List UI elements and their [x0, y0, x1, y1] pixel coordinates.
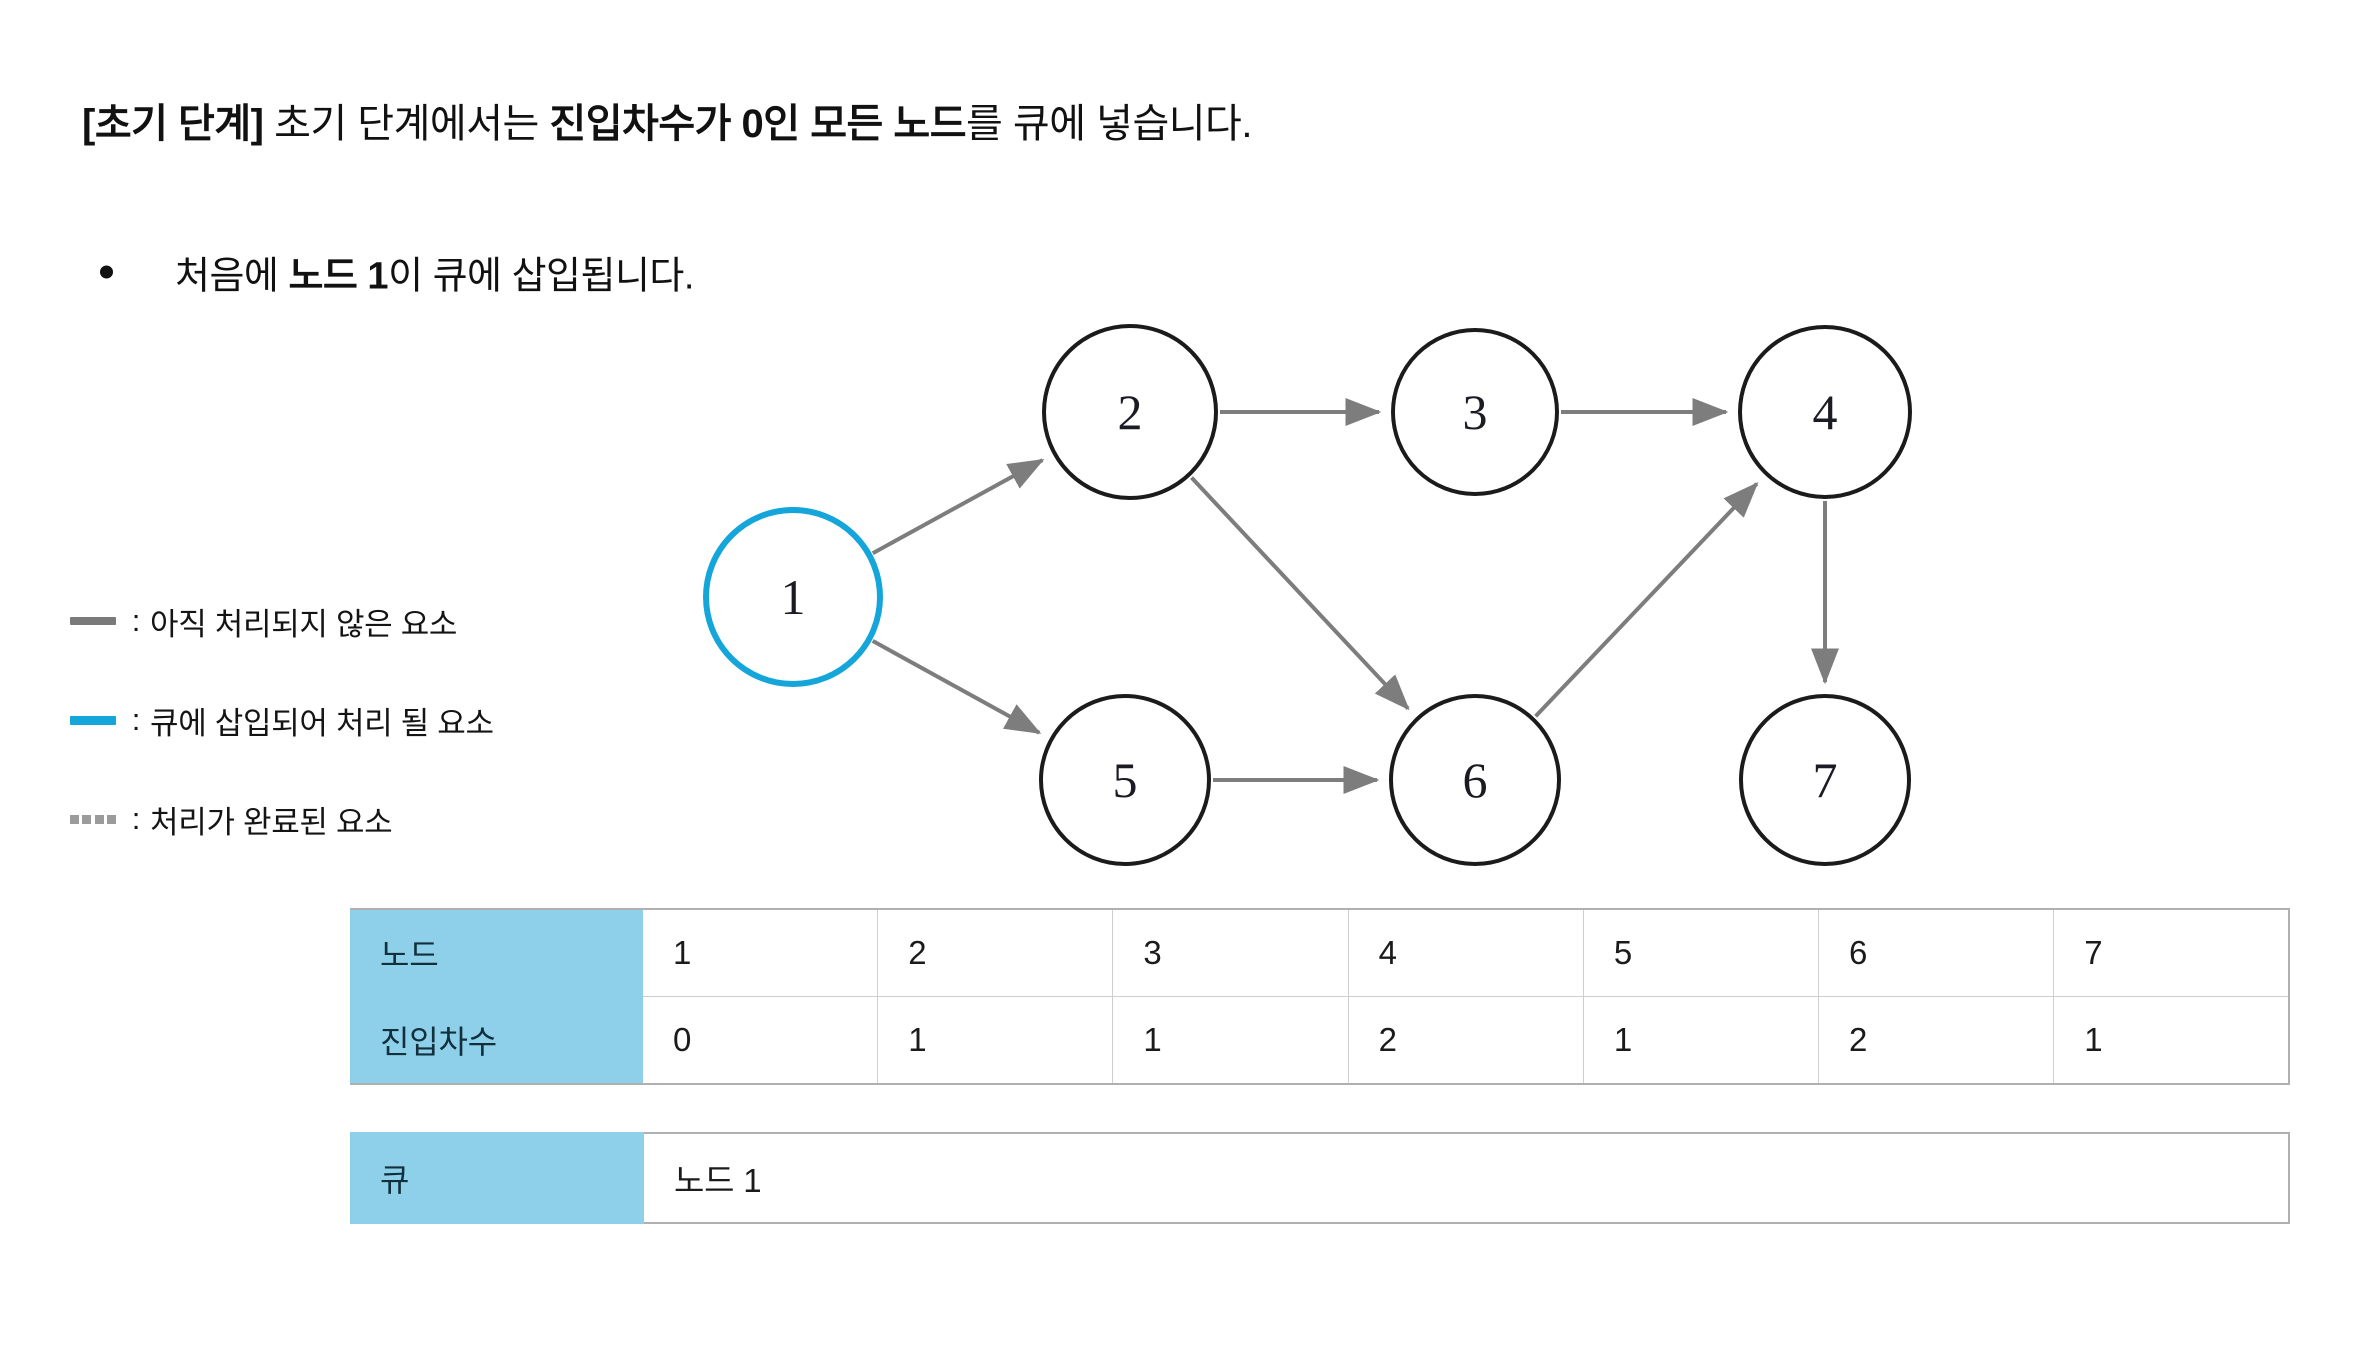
graph-edge-2-to-6	[1190, 476, 1410, 711]
page-title-strong: 진입차수가 0인 모든 노드	[549, 102, 967, 146]
legend-swatch-solid-blue-icon	[70, 715, 122, 725]
legend-swatch-dotted-icon	[70, 814, 122, 824]
page-title-bracket: [초기 단계]	[82, 102, 264, 146]
legend-colon-0: :	[131, 603, 141, 638]
graph-node-label-6: 6	[1463, 752, 1488, 808]
indegree-cell-2: 1	[877, 996, 1114, 1085]
graph-node-2[interactable]: 2	[1042, 324, 1218, 500]
graph-node-label-3: 3	[1463, 384, 1488, 440]
legend-label-queued: 큐에 삽입되어 처리 될 요소	[150, 705, 494, 741]
indegree-cell-6: 2	[1818, 996, 2055, 1085]
graph-node-7[interactable]: 7	[1739, 694, 1911, 866]
indegree-table-node-header: 노드	[350, 908, 643, 997]
queue-table-header: 큐	[350, 1132, 644, 1224]
node-cell-7: 7	[2053, 908, 2291, 997]
legend-colon-1: :	[131, 702, 141, 737]
indegree-cell-3: 1	[1112, 996, 1349, 1085]
indegree-table-indegree-header: 진입차수	[350, 996, 643, 1085]
indegree-cell-1: 0	[641, 996, 879, 1085]
indegree-cell-4: 2	[1347, 996, 1584, 1085]
indegree-cell-5: 1	[1582, 996, 1820, 1085]
legend-item-unprocessed: : 아직 처리되지 않은 요소	[70, 588, 690, 654]
graph-edge-1-to-5	[871, 639, 1042, 735]
node-cell-1: 1	[641, 908, 879, 997]
graph-edge-layer	[871, 398, 1839, 794]
graph-node-circle-5	[1039, 694, 1211, 866]
node-cell-5: 5	[1582, 908, 1820, 997]
bullet-item: 처음에 노드 1이 큐에 삽입됩니다.	[100, 245, 694, 300]
graph-node-label-5: 5	[1113, 752, 1138, 808]
page-title: [초기 단계] 초기 단계에서는 진입차수가 0인 모든 노드를 큐에 넣습니다…	[82, 91, 1252, 149]
queue-table: 큐 노드 1	[350, 1132, 2290, 1224]
graph-edge-6-to-4	[1534, 481, 1759, 718]
bullet-item-label: 처음에 노드 1이 큐에 삽입됩니다.	[175, 245, 694, 300]
legend-swatch-solid-gray-icon	[70, 617, 122, 625]
graph-node-label-2: 2	[1118, 384, 1143, 440]
bullet-text-2: 이 큐에 삽입됩니다.	[388, 255, 694, 298]
table-row-indegree: 진입차수 0 1 1 2 1 2 1	[350, 996, 2291, 1085]
node-cell-6: 6	[1818, 908, 2055, 997]
graph-node-circle-7	[1739, 694, 1911, 866]
queue-contents-cell: 노드 1	[642, 1132, 2290, 1224]
legend-label-unprocessed: 아직 처리되지 않은 요소	[150, 606, 458, 642]
graph-node-label-7: 7	[1813, 752, 1838, 808]
legend-item-completed: : 처리가 완료된 요소	[70, 786, 690, 852]
node-cell-3: 3	[1112, 908, 1349, 997]
legend: : 아직 처리되지 않은 요소 : 큐에 삽입되어 처리 될 요소 : 처리가 …	[70, 588, 690, 885]
indegree-table: 노드 1 2 3 4 5 6 7 진입차수 0 1 1 2 1 2 1	[350, 908, 2291, 1085]
table-row-node: 노드 1 2 3 4 5 6 7	[350, 908, 2291, 997]
graph-node-1[interactable]: 1	[703, 507, 883, 687]
page-title-normal-1: 초기 단계에서는	[263, 102, 550, 146]
graph-node-label-4: 4	[1813, 384, 1838, 440]
bullet-dot-icon	[100, 265, 113, 279]
graph-node-6[interactable]: 6	[1389, 694, 1561, 866]
table-row-queue: 큐 노드 1	[350, 1132, 2290, 1224]
node-cell-2: 2	[877, 908, 1114, 997]
graph-node-circle-1	[703, 507, 883, 687]
legend-colon-2: :	[131, 801, 141, 836]
legend-item-queued: : 큐에 삽입되어 처리 될 요소	[70, 687, 690, 753]
graph-node-label-1: 1	[781, 569, 806, 625]
graph-node-circle-3	[1391, 328, 1559, 496]
bullet-text-1: 처음에	[175, 255, 289, 298]
graph-node-4[interactable]: 4	[1738, 325, 1912, 499]
graph-edge-1-to-2	[871, 458, 1045, 555]
bullet-text-strong: 노드 1	[288, 255, 389, 298]
graph-node-circle-4	[1738, 325, 1912, 499]
graph-node-circle-2	[1042, 324, 1218, 500]
indegree-cell-7: 1	[2053, 996, 2291, 1085]
node-cell-4: 4	[1347, 908, 1584, 997]
legend-label-completed: 처리가 완료된 요소	[150, 804, 393, 840]
graph-node-circle-6	[1389, 694, 1561, 866]
graph-node-layer: 1 2 3 4 5 6 7	[703, 324, 1912, 866]
graph-node-3[interactable]: 3	[1391, 328, 1559, 496]
page-title-normal-2: 를 큐에 넣습니다.	[966, 102, 1252, 146]
graph-node-5[interactable]: 5	[1039, 694, 1211, 866]
